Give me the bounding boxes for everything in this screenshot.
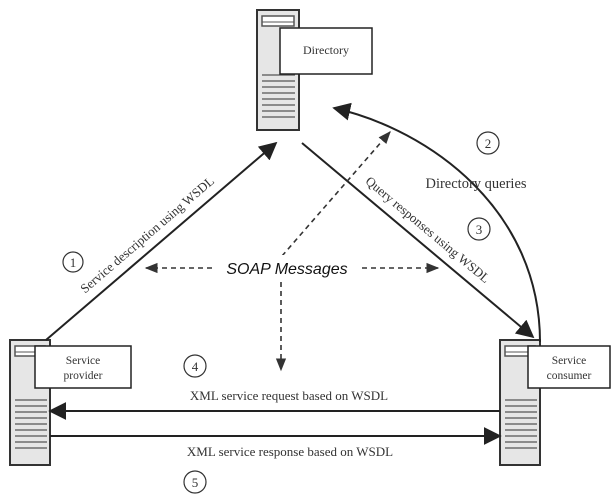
provider-label-box xyxy=(34,345,132,389)
consumer-server: Service consumer xyxy=(499,339,611,466)
step-3-number: 3 xyxy=(476,222,483,237)
provider-label-line2: provider xyxy=(64,370,103,382)
directory-label-box xyxy=(279,27,373,75)
provider-server: Service provider xyxy=(9,339,132,466)
directory-server: Directory xyxy=(256,9,373,131)
service-description-arrow xyxy=(45,141,278,341)
soap-messages-label: SOAP Messages xyxy=(226,261,347,278)
step-2-number: 2 xyxy=(485,136,492,151)
step-4-marker: 4 xyxy=(183,354,207,378)
consumer-label-box xyxy=(527,345,611,389)
step-3-marker: 3 xyxy=(467,217,491,241)
step-1-marker: 1 xyxy=(62,251,84,273)
consumer-label-line1: Service xyxy=(552,355,586,367)
step-5-marker: 5 xyxy=(183,470,207,494)
query-responses-arrow xyxy=(301,142,535,339)
provider-label-line1: Service xyxy=(66,355,100,367)
soap-label-bg xyxy=(216,255,358,281)
directory-queries-arrow xyxy=(332,102,541,343)
step-5-number: 5 xyxy=(192,475,199,490)
soap-arrow-up xyxy=(281,131,391,257)
soap-dashed-arrows xyxy=(144,131,440,372)
directory-label: Directory xyxy=(303,43,349,57)
service-response-label: XML service response based on WSDL xyxy=(187,444,393,459)
step-2-marker: 2 xyxy=(476,131,500,155)
consumer-label-line2: consumer xyxy=(547,370,592,382)
service-description-label: Service description using WSDL xyxy=(77,173,217,296)
service-request-label: XML service request based on WSDL xyxy=(190,388,388,403)
step-1-number: 1 xyxy=(70,255,77,270)
directory-queries-label: Directory queries xyxy=(425,176,526,192)
step-4-number: 4 xyxy=(192,359,199,374)
